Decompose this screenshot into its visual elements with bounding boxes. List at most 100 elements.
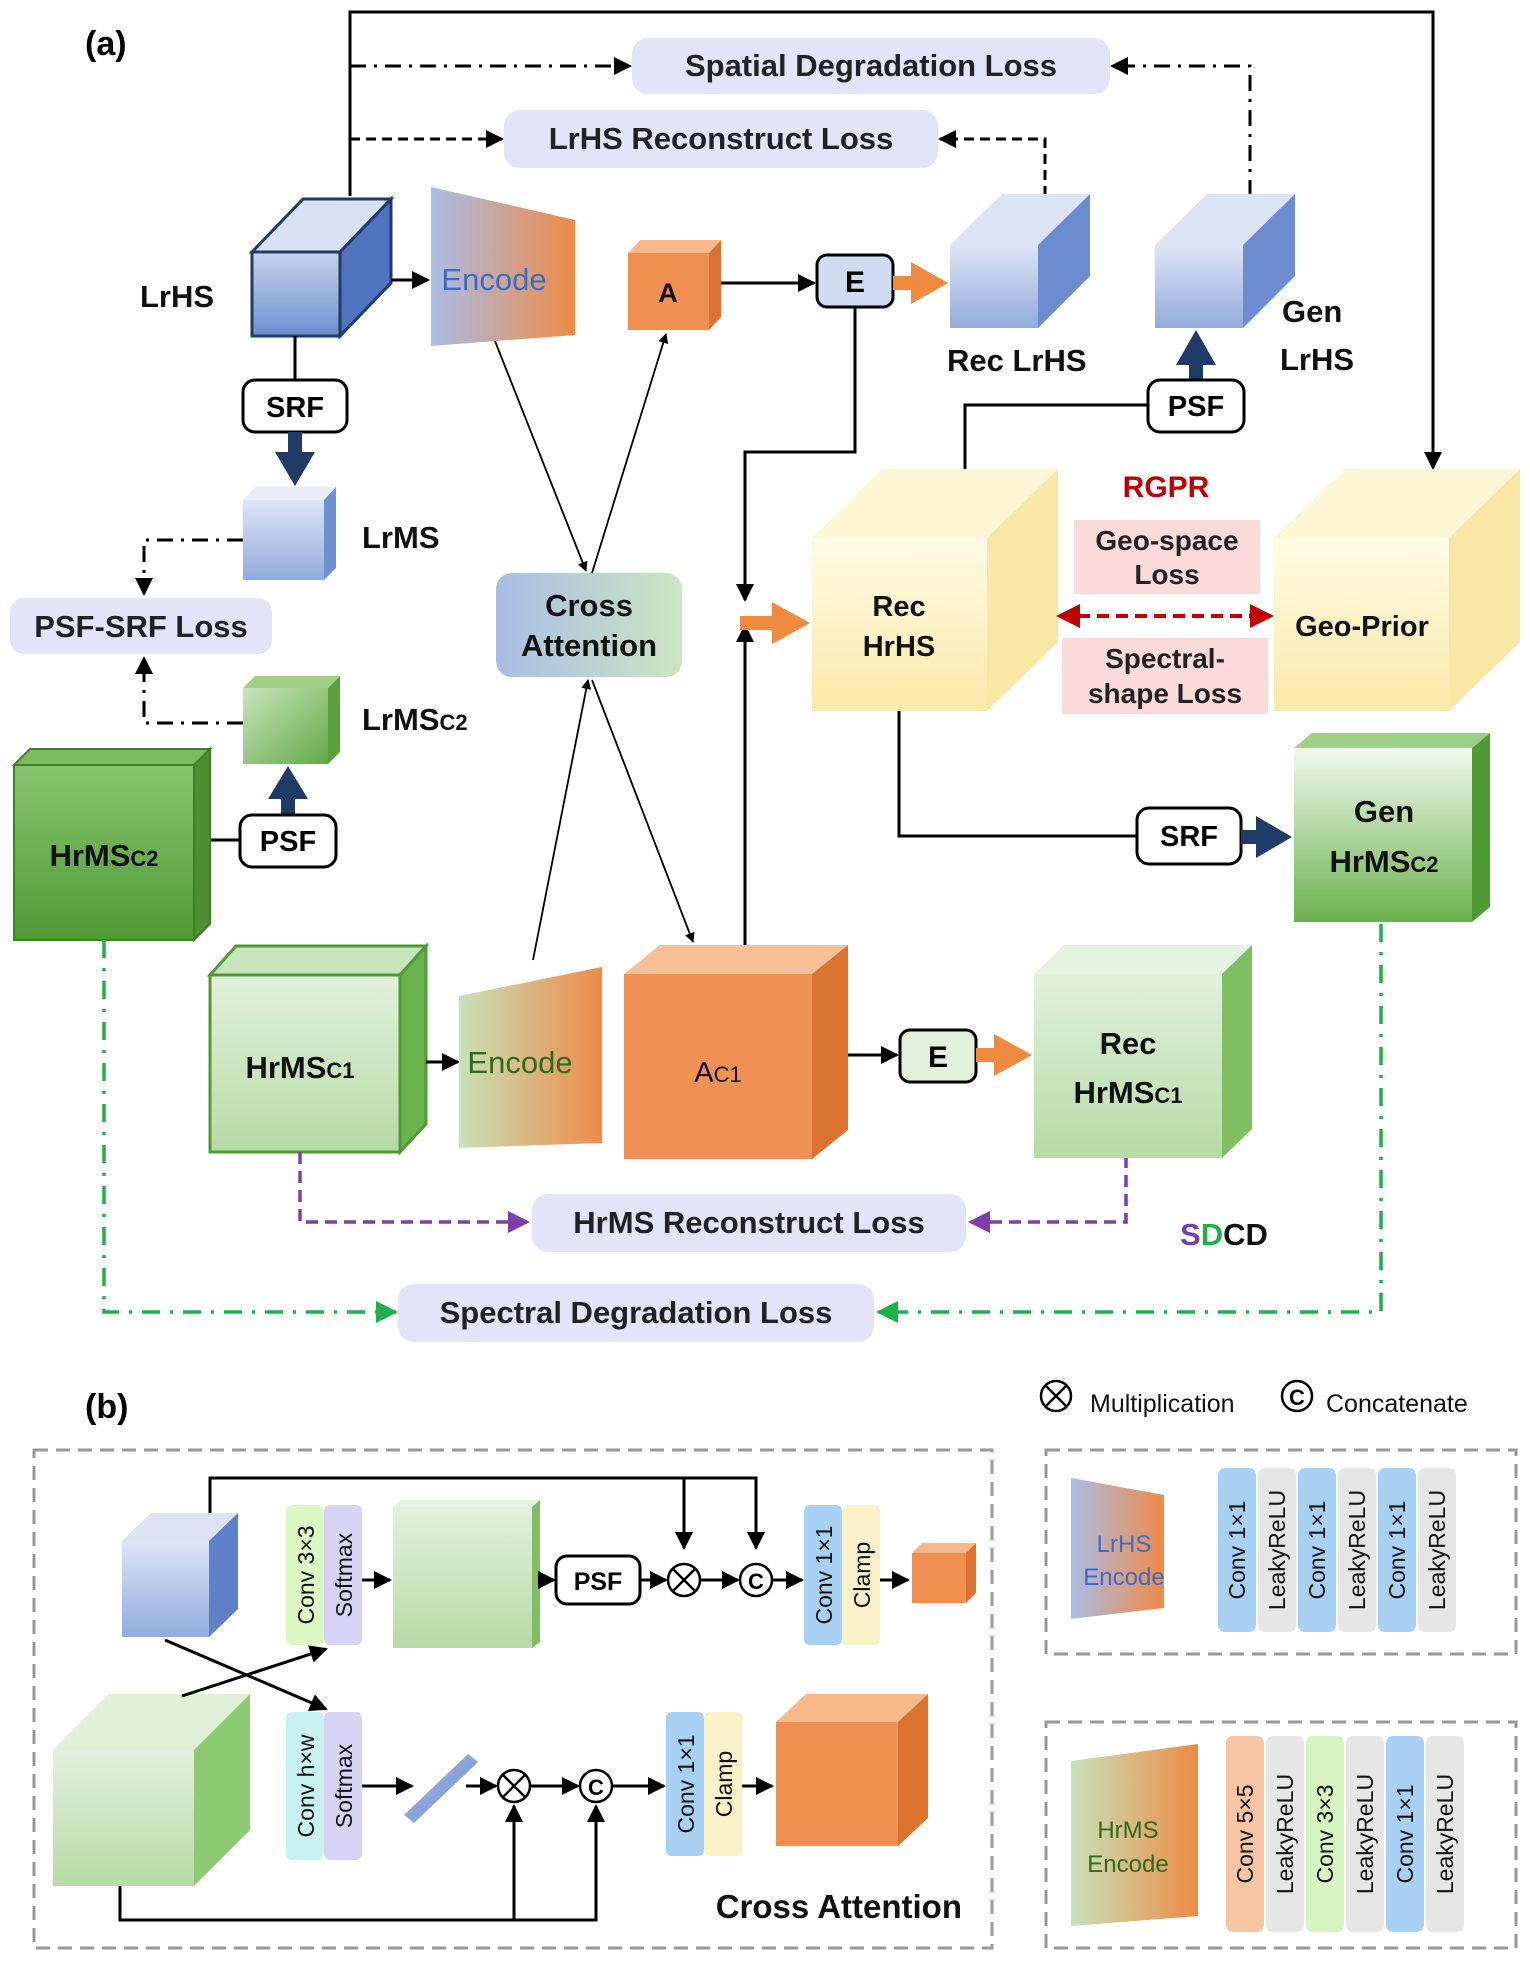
geo-prior-cube: Geo-Prior: [1274, 469, 1520, 711]
ca-hrms-cube: [53, 1694, 250, 1886]
encoder-layer-box: [1298, 1468, 1336, 1632]
rec-lrhs-cube: [950, 194, 1090, 328]
ca-concat-bottom: C: [578, 1768, 614, 1804]
lrms-c2-label: LrMSC2: [362, 702, 468, 737]
lrms-c2-to-psfsrf-arrow: [135, 656, 243, 725]
ca-bottom-skip-line: [118, 1804, 605, 1922]
encoder-layer-label: LeakyReLU: [1344, 1490, 1370, 1610]
encoder-layer-label: Conv 1×1: [1304, 1500, 1330, 1599]
svg-text:Rec: Rec: [1100, 1026, 1157, 1061]
svg-text:E: E: [928, 1041, 948, 1074]
ca-convhw: Conv h×w: [286, 1712, 324, 1860]
lrhs-recon-right-arrow: [938, 130, 1047, 196]
ca-conv1x1-bottom: Conv 1×1: [666, 1712, 704, 1856]
ca-clamp-top: Clamp: [842, 1505, 880, 1645]
lrms-cube: [243, 487, 336, 580]
lrhs-encode-layers: Conv 1×1 LeakyReLU Conv 1×1 LeakyReLU Conv 1…: [1218, 1468, 1456, 1632]
svg-text:Geo-space: Geo-space: [1095, 525, 1238, 556]
spectral-degradation-loss: Spectral Degradation Loss: [398, 1284, 874, 1342]
svg-text:Conv 1×1: Conv 1×1: [673, 1734, 699, 1833]
ca-psf-box: PSF: [554, 1554, 642, 1606]
svg-text:HrMSC2: HrMSC2: [1329, 844, 1438, 879]
lrhs-encode-detail-frame: [1044, 1448, 1518, 1656]
ca-concat-top: C: [738, 1562, 774, 1598]
ca-to-ac1: [591, 679, 695, 943]
srf-box-top: SRF: [241, 378, 349, 434]
encoder-layer-label: Conv 5×5: [1232, 1784, 1258, 1883]
hrms-recon-right-arrow: [968, 1156, 1128, 1233]
lrhs-encode-detail-icon: LrHS Encode: [1071, 1478, 1165, 1619]
encoder-layer-box: [1226, 1736, 1264, 1932]
lrhs-encode: Encode: [431, 187, 575, 346]
psf-up-arrow-c2: [268, 766, 308, 817]
spatial-degradation-loss: Spatial Degradation Loss: [632, 38, 1110, 94]
spectral-loss-right-arrow: [876, 924, 1383, 1323]
encoder-layer-label: LeakyReLU: [1272, 1774, 1298, 1894]
srf-box-bottom: SRF: [1135, 806, 1243, 866]
spatial-loss-right-arrow: [1110, 57, 1252, 196]
encoder-layer-box: [1418, 1468, 1456, 1632]
svg-text:AC1: AC1: [694, 1057, 741, 1089]
encoder-layer-label: LeakyReLU: [1352, 1774, 1378, 1894]
ca-clamp-bottom: Clamp: [704, 1712, 742, 1856]
ac1-cube: AC1: [624, 945, 848, 1159]
rgpr-double-arrow: [1056, 604, 1274, 628]
hrms-c2-cube: HrMSC2: [11, 746, 213, 943]
ca-softmax-bottom: Softmax: [324, 1712, 362, 1860]
svg-text:HrMS Reconstruct Loss: HrMS Reconstruct Loss: [573, 1205, 924, 1240]
ca-output-ac1-cube: [776, 1694, 928, 1846]
hrms-encode-detail-icon: HrMS Encode: [1071, 1744, 1198, 1926]
orange-into-rec-hrhs: [740, 602, 810, 644]
encoder-layer-box: [1378, 1468, 1416, 1632]
encoder-layer-label: Conv 1×1: [1384, 1500, 1410, 1599]
rec-hrhs-to-psf-line: [963, 403, 1148, 472]
ca-conv3x3: Conv 3×3: [286, 1505, 324, 1645]
svg-text:Multiplication: Multiplication: [1090, 1390, 1235, 1418]
svg-text:PSF: PSF: [260, 826, 316, 858]
ca-cross-line-2: [181, 1645, 328, 1698]
svg-text:Loss: Loss: [1134, 559, 1199, 590]
svg-text:PSF: PSF: [574, 1568, 623, 1596]
svg-text:Encode: Encode: [1087, 1851, 1168, 1878]
ca-conv1x1-top: Conv 1×1: [804, 1505, 842, 1645]
encoder-layer-label: LeakyReLU: [1264, 1490, 1290, 1610]
encoder-layer-label: Conv 1×1: [1224, 1500, 1250, 1599]
a-cube: A: [628, 240, 721, 330]
svg-text:Conv h×w: Conv h×w: [293, 1734, 319, 1837]
svg-text:A: A: [658, 278, 678, 308]
svg-text:Cross: Cross: [545, 588, 633, 623]
encoder-layer-label: LeakyReLU: [1432, 1774, 1458, 1894]
lrhs-encode-to-ca: [494, 340, 588, 572]
encoder-layer-box: [1346, 1736, 1384, 1932]
hrms-recon-left-arrow: [298, 1152, 530, 1233]
srf-right-arrow: [1241, 816, 1292, 858]
e-box-top: E: [815, 253, 895, 309]
svg-text:Gen: Gen: [1354, 794, 1414, 829]
ca-attention-vector: [404, 1754, 478, 1823]
panel-a-label: (a): [85, 25, 127, 63]
encoder-layer-box: [1306, 1736, 1344, 1932]
rec-hrms-c1-cube: Rec HrMSC1: [1034, 945, 1252, 1158]
cross-attention-block: Cross Attention: [496, 573, 682, 677]
srf-down-arrow: [275, 432, 315, 486]
lrhs-reconstruct-loss: LrHS Reconstruct Loss: [504, 110, 938, 168]
encoder-layer-label: Conv 3×3: [1312, 1784, 1338, 1883]
spectral-shape-loss: Spectral- shape Loss: [1062, 638, 1268, 714]
lrms-c2-cube: [243, 676, 340, 764]
gen-lrhs-cube: [1155, 194, 1295, 328]
svg-text:HrMSC2: HrMSC2: [49, 838, 158, 873]
lrms-to-psfsrf-arrow: [135, 538, 243, 596]
encoder-layer-box: [1386, 1736, 1424, 1932]
svg-text:Rec: Rec: [872, 591, 925, 623]
e-box-bottom: E: [898, 1028, 978, 1084]
ca-output-a-cube: [912, 1543, 976, 1603]
rec-lrhs-label: Rec LrHS: [947, 343, 1087, 378]
svg-text:Spatial Degradation Loss: Spatial Degradation Loss: [685, 48, 1057, 83]
rgpr-label: RGPR: [1123, 471, 1210, 504]
gen-lrhs-label-2: LrHS: [1280, 342, 1354, 377]
svg-text:HrHS: HrHS: [863, 631, 936, 663]
encoder-layer-box: [1266, 1736, 1304, 1932]
panel-b-label: (b): [85, 1388, 128, 1426]
hrms-encode-detail-frame: [1044, 1720, 1518, 1950]
ca-top-skip-line: [208, 1476, 765, 1550]
